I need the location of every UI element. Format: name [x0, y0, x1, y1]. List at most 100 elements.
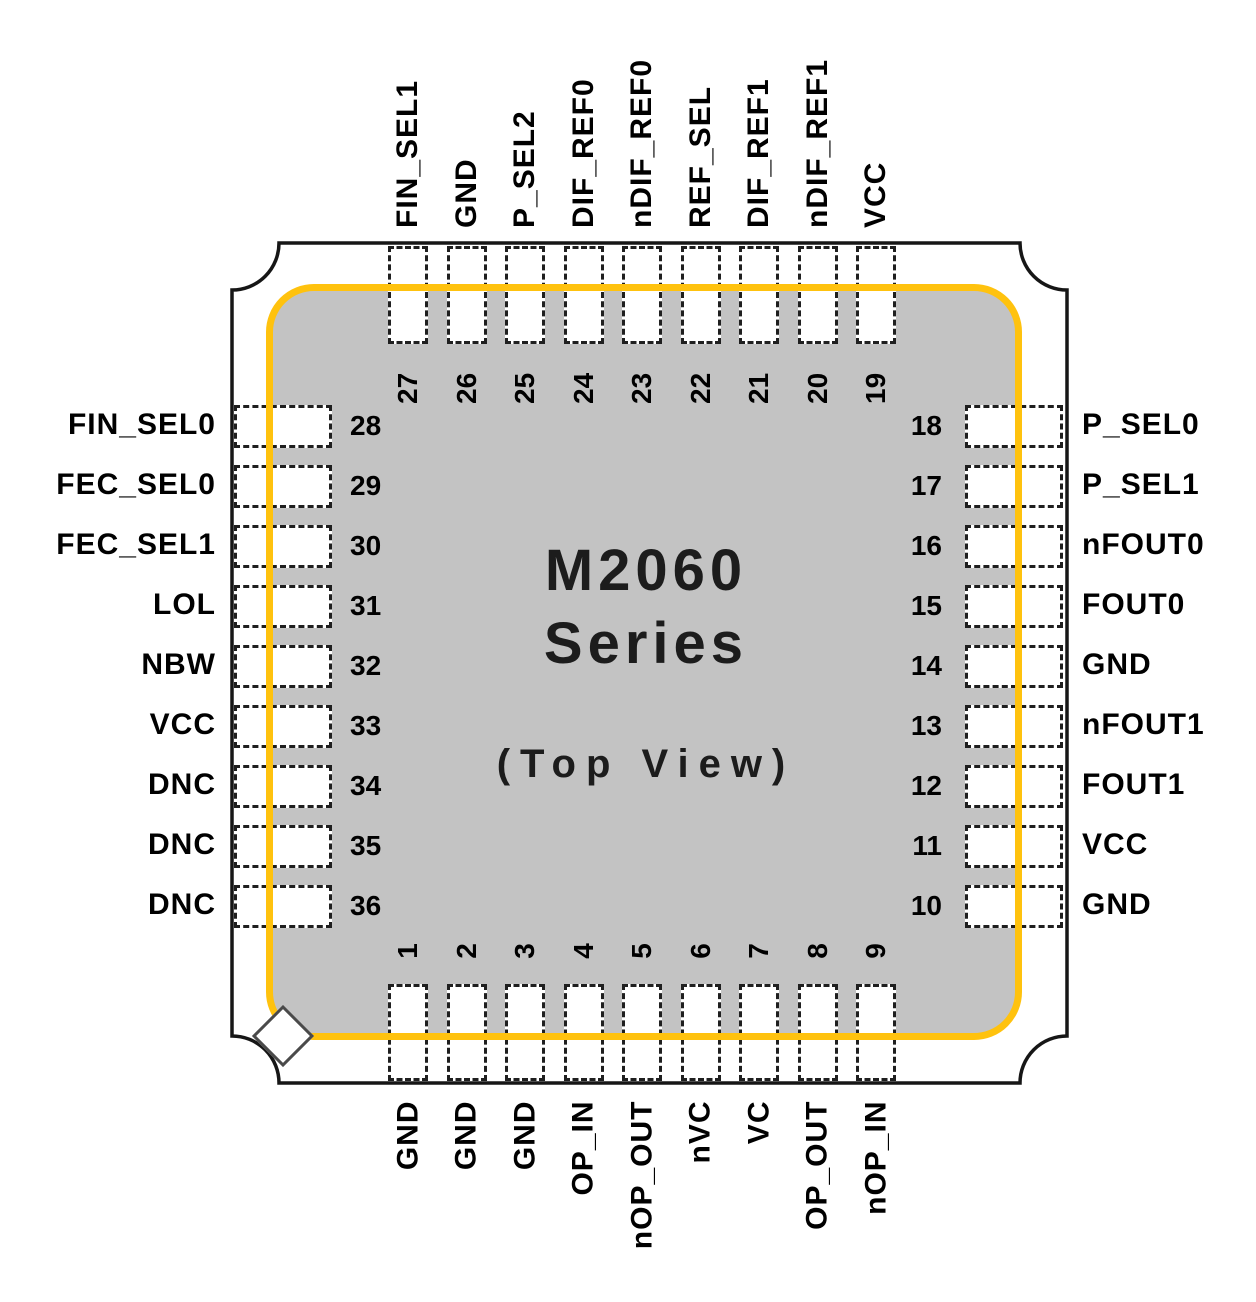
pin-label: DNC — [148, 828, 216, 861]
pin-number: 17 — [910, 470, 942, 501]
pin-pad — [965, 704, 1063, 748]
pin-label: VC — [742, 1100, 775, 1145]
pin-label: nFOUT1 — [1082, 708, 1205, 741]
pin-label: GND — [1082, 648, 1152, 681]
pin-pad — [505, 246, 545, 344]
pin-number: 5 — [626, 943, 657, 959]
pin-pad — [388, 246, 428, 344]
pin-number: 12 — [910, 770, 942, 801]
pin-pad — [234, 404, 332, 448]
pin-label: VCC — [149, 708, 216, 741]
pin-pad — [965, 824, 1063, 868]
pin-label: P_SEL2 — [508, 110, 541, 228]
pin-number: 13 — [910, 710, 942, 741]
pin-number: 28 — [350, 410, 382, 441]
pin-label: DIF_REF1 — [742, 78, 775, 228]
pin-label: P_SEL1 — [1082, 468, 1200, 501]
pin-label: REF_SEL — [683, 85, 717, 228]
pin-pad — [234, 524, 332, 568]
pin-label: FIN_SEL0 — [67, 408, 216, 441]
pin-label: FOUT0 — [1082, 588, 1186, 621]
pin-pad — [739, 246, 779, 344]
pin-number: 32 — [350, 650, 382, 681]
pin-pad — [965, 644, 1063, 688]
pin-number: 6 — [684, 943, 716, 959]
pin-label: OP_OUT — [800, 1100, 834, 1230]
pin-number: 29 — [350, 470, 382, 501]
pin-label: FEC_SEL1 — [56, 528, 216, 561]
pin-label: VCC — [1082, 828, 1149, 861]
pin-number: 23 — [626, 372, 657, 404]
chip-view-note: (Top View) — [496, 742, 796, 786]
pin-label: GND — [508, 1100, 541, 1171]
pin-number: 21 — [743, 372, 774, 404]
pin-label: P_SEL0 — [1082, 408, 1200, 441]
pin-label: nFOUT0 — [1082, 528, 1205, 561]
pin-label: LOL — [153, 588, 216, 621]
pin-pad — [739, 984, 779, 1081]
pin-pad — [856, 246, 896, 344]
pin-pad — [622, 246, 662, 344]
pin-number: 27 — [392, 372, 423, 404]
pin-pad — [965, 884, 1063, 928]
pin-number: 9 — [860, 943, 891, 959]
pin-label: VCC — [859, 161, 892, 228]
pin-number: 19 — [860, 372, 891, 404]
pin-number: 4 — [567, 943, 599, 959]
pin-number: 2 — [450, 943, 482, 959]
pin-pad — [234, 884, 332, 928]
pin-pad — [856, 984, 896, 1081]
pin-number: 20 — [801, 372, 833, 404]
pin-pad — [965, 464, 1063, 508]
pin-pad — [563, 984, 604, 1081]
pin-number: 7 — [743, 943, 774, 959]
pin-number: 14 — [910, 650, 942, 681]
pin-number: 33 — [350, 710, 382, 741]
pin-pad — [234, 824, 332, 868]
pin-label: DNC — [148, 768, 216, 801]
pin-label: GND — [449, 158, 483, 228]
pin-pad — [797, 246, 838, 344]
pin-pad — [965, 764, 1063, 808]
pin-pad — [234, 464, 332, 508]
pin-number: 22 — [684, 372, 716, 404]
pin-number: 24 — [567, 372, 599, 404]
chip-title: M2060 Series — [396, 534, 896, 680]
pin-pad — [965, 524, 1063, 568]
chip-title-line2: Series — [543, 611, 749, 676]
pin-label: FEC_SEL0 — [56, 468, 216, 501]
pin-label: nOP_OUT — [625, 1100, 658, 1250]
pin-number: 15 — [910, 590, 942, 621]
pin-label: DIF_REF0 — [566, 78, 600, 228]
pin-label: nVC — [683, 1100, 717, 1164]
die-area — [270, 288, 1018, 1036]
pin-pad — [680, 984, 721, 1081]
pin-label: DNC — [148, 888, 216, 921]
pin-number: 36 — [350, 890, 382, 921]
pin-label: GND — [1082, 888, 1152, 921]
pin-pad — [797, 984, 838, 1081]
pin-pad — [234, 704, 332, 748]
pin-label: FOUT1 — [1082, 768, 1186, 801]
pin-pad — [388, 984, 428, 1081]
pin-pad — [965, 404, 1063, 448]
pin-label: nDIF_REF1 — [800, 58, 834, 228]
pin-label: NBW — [141, 648, 216, 681]
pin-pad — [234, 764, 332, 808]
pin-pad — [446, 246, 487, 344]
pin-label: GND — [391, 1100, 424, 1171]
pin-number: 18 — [910, 410, 942, 441]
pin-pad — [234, 644, 332, 688]
pin-number: 26 — [450, 372, 482, 404]
pin-number: 35 — [350, 830, 382, 861]
pin-label: nDIF_REF0 — [625, 58, 658, 228]
pin-label: OP_IN — [566, 1100, 600, 1196]
pin-number: 25 — [509, 372, 540, 404]
pin-number: 10 — [910, 890, 942, 921]
pin-pad — [505, 984, 545, 1081]
pin-pad — [446, 984, 487, 1081]
pin-label: nOP_IN — [859, 1100, 892, 1215]
pin-label: GND — [449, 1100, 483, 1171]
pin-pad — [563, 246, 604, 344]
